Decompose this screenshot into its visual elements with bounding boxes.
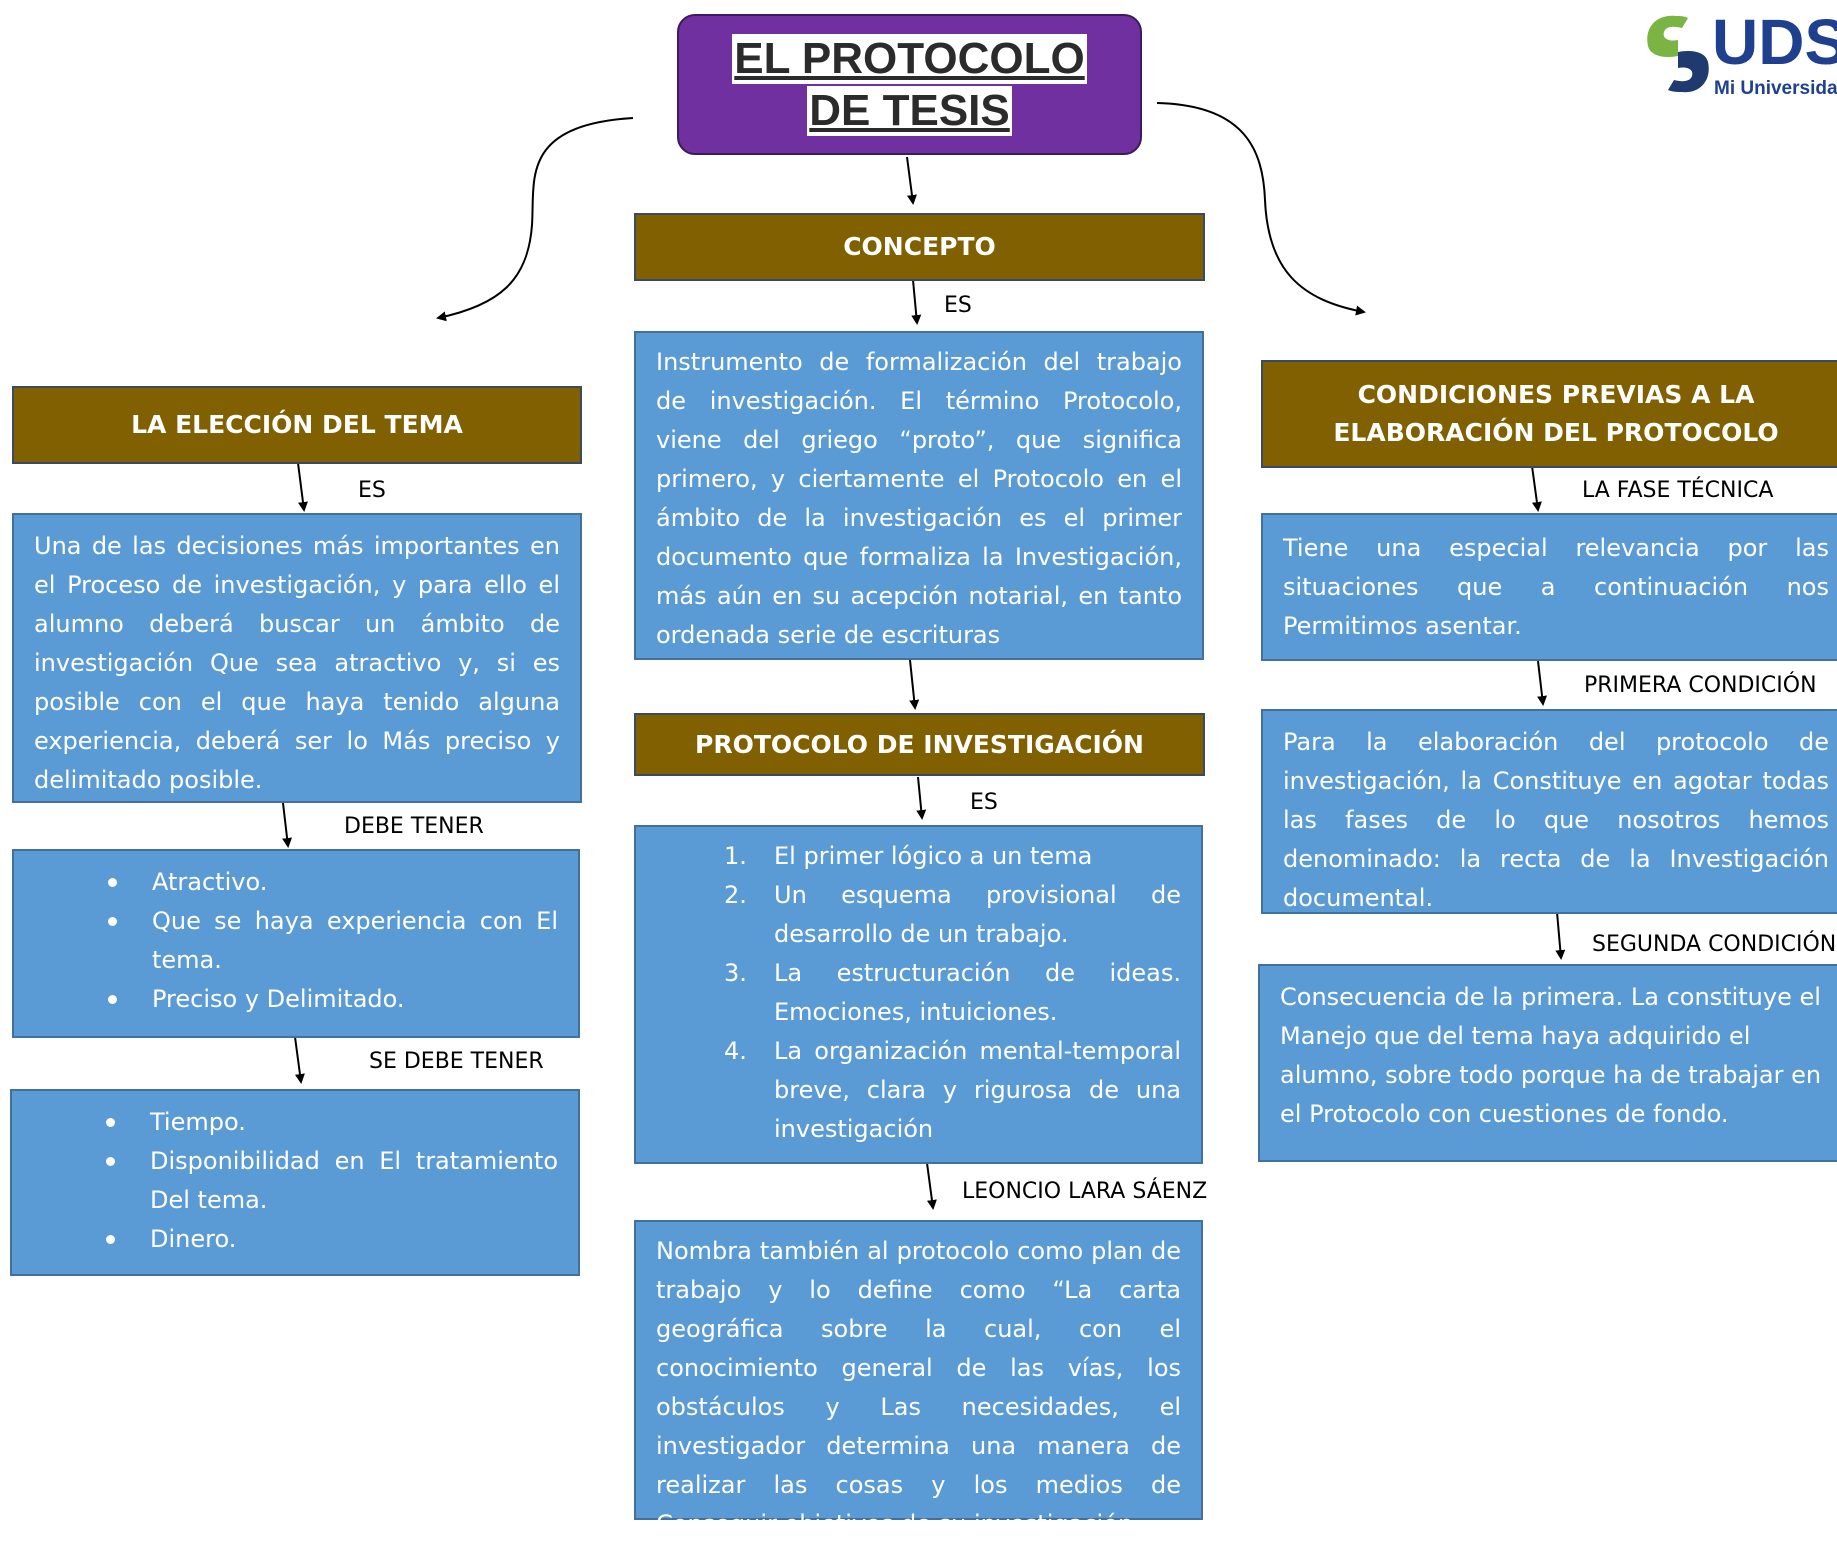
left-label-es: ES [358, 478, 386, 503]
right-label-fase-tecnica: LA FASE TÉCNICA [1582, 478, 1774, 503]
arrow-title-concepto [906, 156, 917, 205]
arrow-right-segunda [1555, 911, 1566, 960]
arrow-right-primera [1537, 660, 1548, 706]
list-number: 4. [724, 1037, 747, 1065]
left-list1: Atractivo. Que se haya experiencia con E… [34, 863, 558, 1019]
list-number: 1. [724, 842, 747, 870]
arrow-concepto-body [911, 279, 922, 325]
center-label-es-2: ES [970, 790, 998, 815]
uds-logo: UDS Mi Universidad [1638, 6, 1837, 102]
arrow-concepto-protocolo [909, 659, 920, 710]
list-item: 4. La organización mental-temporal breve,… [724, 1032, 1181, 1149]
left-label-debe-tener: DEBE TENER [344, 814, 484, 839]
left-list2-box: Tiempo. Disponibilidad en El tratamiento… [10, 1089, 580, 1276]
arrow-right-fase [1531, 465, 1542, 512]
center-header-protocolo: PROTOCOLO DE INVESTIGACIÓN [634, 713, 1205, 776]
list-item: Tiempo. [106, 1103, 558, 1142]
list-text: La estructuración de ideas. Emociones, i… [774, 959, 1181, 1026]
arrow-left-debe [282, 802, 293, 848]
list-text: Un esquema provisional de desarrollo de … [774, 881, 1181, 948]
title-line-1: EL PROTOCOLO [732, 33, 1087, 84]
right-label-segunda: SEGUNDA CONDICIÓN [1592, 932, 1837, 957]
right-body-3: Consecuencia de la primera. La constituy… [1258, 964, 1837, 1162]
uds-logo-mark: UDS [1712, 6, 1837, 78]
list-item: 3. La estructuración de ideas. Emociones,… [724, 954, 1181, 1032]
center-list: 1. El primer lógico a un tema 2. Un esquem… [656, 837, 1181, 1149]
arrow-left-es [297, 462, 308, 512]
list-text: El primer lógico a un tema [774, 842, 1093, 870]
list-item: Dinero. [106, 1220, 558, 1259]
list-item: Que se haya experiencia con El tema. [108, 902, 558, 980]
curve-arrow-right [1156, 102, 1366, 316]
left-label-se-debe-tener: SE DEBE TENER [369, 1049, 544, 1074]
list-item: Disponibilidad en El tratamiento Del tem… [106, 1142, 558, 1220]
arrow-left-sedebe [294, 1036, 305, 1084]
curve-arrow-left [436, 117, 634, 322]
right-label-primera: PRIMERA CONDICIÓN [1584, 673, 1817, 698]
center-list-box: 1. El primer lógico a un tema 2. Un esquem… [634, 825, 1203, 1164]
list-item: Preciso y Delimitado. [108, 980, 558, 1019]
arrow-list-leoncio [926, 1162, 937, 1210]
list-item: 1. El primer lógico a un tema [724, 837, 1181, 876]
right-body-2: Para la elaboración del protocolo de inv… [1261, 709, 1837, 914]
center-body-concepto: Instrumento de formalización del trabajo… [634, 331, 1204, 660]
list-number: 2. [724, 881, 747, 909]
uds-logo-tagline: Mi Universidad [1714, 78, 1837, 99]
list-text: La organización mental-temporal breve, c… [774, 1037, 1181, 1143]
right-header: CONDICIONES PREVIAS A LA ELABORACIÓN DEL… [1261, 360, 1837, 468]
center-header-concepto: CONCEPTO [634, 213, 1205, 281]
center-label-leoncio: LEONCIO LARA SÁENZ [962, 1179, 1208, 1204]
list-number: 3. [724, 959, 747, 987]
list-item: Atractivo. [108, 863, 558, 902]
left-list1-box: Atractivo. Que se haya experiencia con E… [12, 849, 580, 1038]
left-list2: Tiempo. Disponibilidad en El tratamiento… [32, 1103, 558, 1259]
right-body-1: Tiene una especial relevancia por las si… [1261, 513, 1837, 661]
title-line-2: DE TESIS [807, 85, 1012, 136]
arrow-protocolo-list [916, 776, 927, 820]
left-header: LA ELECCIÓN DEL TEMA [12, 386, 582, 464]
center-label-es-1: ES [944, 293, 972, 318]
left-body: Una de las decisiones más importantes en… [12, 513, 582, 803]
title-box: EL PROTOCOLO DE TESIS [677, 14, 1142, 155]
list-item: 2. Un esquema provisional de desarrollo d… [724, 876, 1181, 954]
center-body-leoncio: Nombra también al protocolo como plan de… [634, 1220, 1203, 1538]
uds-logo-icon [1647, 15, 1709, 93]
